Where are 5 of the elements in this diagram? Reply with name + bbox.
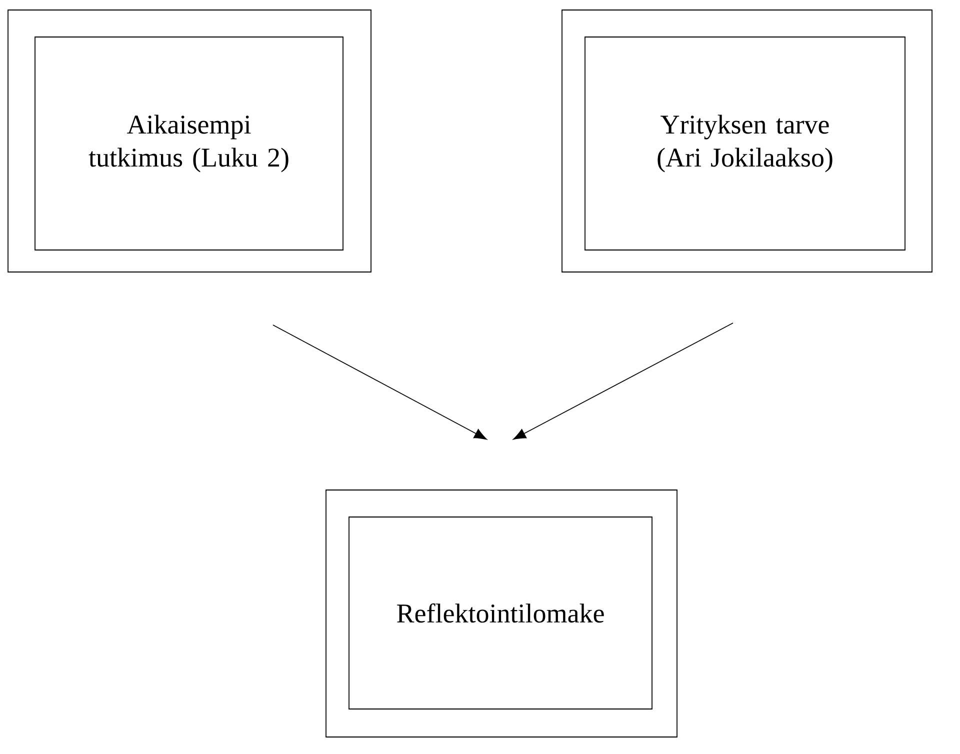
double-framed-box: Reflektointilomake	[326, 490, 678, 738]
arrow	[513, 322, 734, 440]
double-framed-box: Yrityksen tarve (Ari Jokilaakso)	[562, 10, 932, 272]
double-framed-box: Aikaisempi tutkimus (Luku 2)	[8, 10, 372, 272]
arrow	[272, 324, 487, 440]
